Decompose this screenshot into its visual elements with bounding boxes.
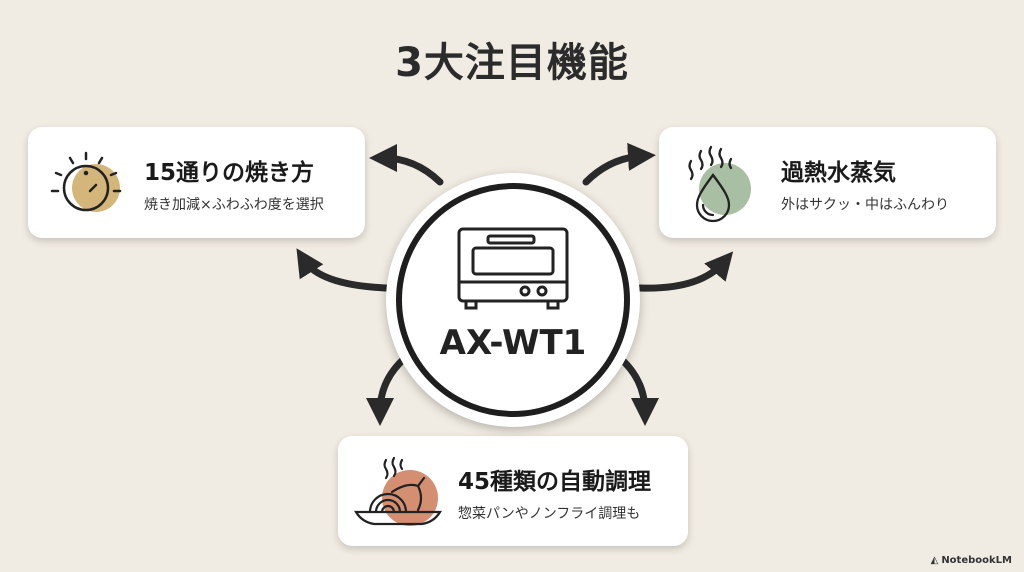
product-hub: AX-WT1	[386, 173, 640, 427]
arrow-right	[636, 251, 734, 292]
model-name: AX-WT1	[439, 323, 587, 363]
arrow-left	[296, 248, 390, 292]
arrow-bottom-left	[366, 354, 409, 426]
steam-drop-icon	[688, 145, 751, 223]
slide-title: 3大注目機能	[395, 40, 629, 86]
notebooklm-logo-icon: ◭	[930, 555, 939, 566]
feature-title: 15通りの焼き方	[144, 160, 315, 186]
dial-icon	[50, 151, 122, 212]
feature-title: 過熱水蒸気	[781, 160, 896, 186]
brand-label: NotebookLM	[941, 555, 1012, 566]
arrow-bottom-right	[616, 354, 659, 426]
roast-chicken-icon	[354, 456, 442, 526]
feature-title: 45種類の自動調理	[458, 469, 652, 495]
feature-card-superheated-steam: 過熱水蒸気 外はサクッ・中はふんわり	[659, 127, 996, 238]
feature-card-auto-cooking: 45種類の自動調理 惣菜パンやノンフライ調理も	[338, 436, 688, 546]
arrow-top-left	[369, 144, 444, 186]
feature-subtitle: 外はサクッ・中はふんわり	[781, 197, 949, 213]
arrow-top-right	[582, 142, 656, 186]
feature-subtitle: 惣菜パンやノンフライ調理も	[458, 506, 641, 522]
toaster-oven-icon	[457, 227, 569, 310]
brand-watermark: ◭ NotebookLM	[931, 555, 1012, 566]
feature-subtitle: 焼き加減×ふわふわ度を選択	[144, 197, 324, 213]
feature-card-baking-modes: 15通りの焼き方 焼き加減×ふわふわ度を選択	[28, 127, 365, 238]
